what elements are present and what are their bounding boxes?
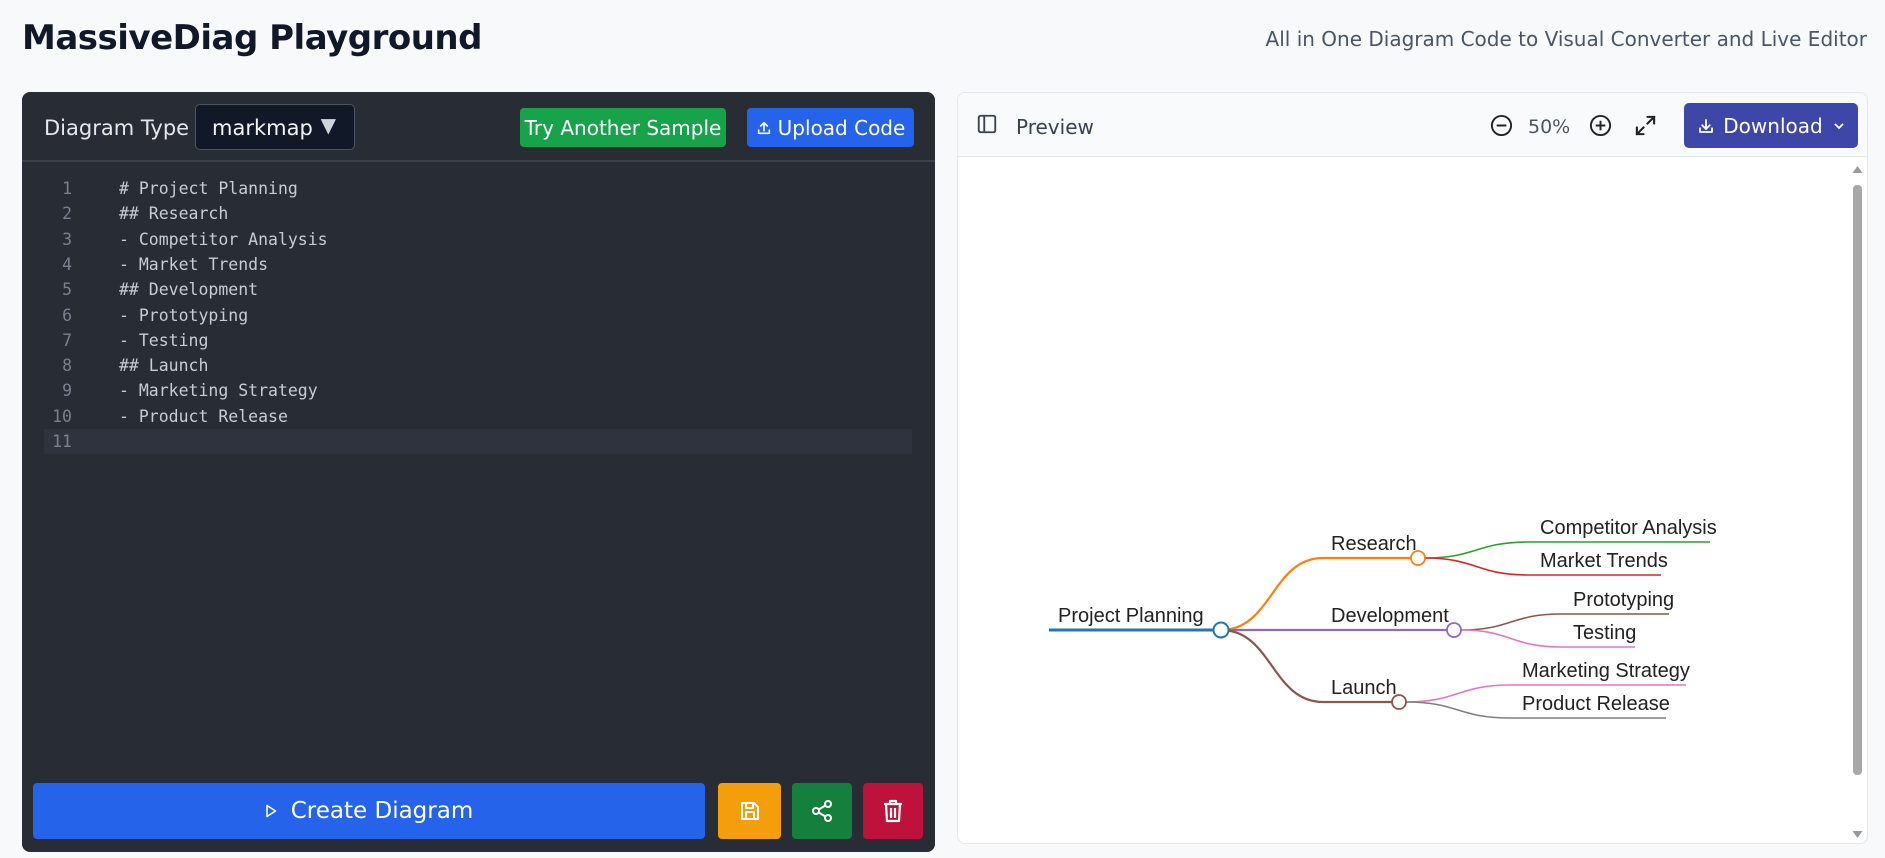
mindmap-leaf-link	[1424, 541, 1529, 559]
line-text: ## Development	[119, 280, 259, 300]
diagram-type-value: markmap	[212, 116, 313, 140]
mindmap-branch-label[interactable]: Launch	[1331, 677, 1397, 699]
delete-button[interactable]	[863, 783, 923, 839]
line-number: 4	[62, 254, 72, 274]
line-number: 1	[62, 179, 72, 198]
create-diagram-button[interactable]: Create Diagram	[33, 783, 705, 839]
mindmap-root-node-circle[interactable]	[1212, 621, 1230, 639]
app-subtitle: All in One Diagram Code to Visual Conver…	[1265, 27, 1867, 51]
line-number: 9	[62, 381, 72, 401]
play-icon	[265, 804, 277, 818]
line-text: # Project Planning	[119, 179, 298, 198]
line-text: - Competitor Analysis	[119, 229, 328, 249]
mindmap-leaf-link	[1405, 701, 1511, 719]
upload-icon	[757, 121, 770, 134]
line-text: - Testing	[119, 330, 209, 350]
mindmap-branch-node-circle[interactable]	[1410, 550, 1426, 566]
mindmap-diagram[interactable]: Project Planning Research Competitor Analy…	[958, 157, 1848, 844]
share-icon	[812, 800, 832, 822]
mindmap-branch-node-circle[interactable]	[1391, 694, 1407, 710]
code-line[interactable]: 1 # Project Planning	[44, 176, 912, 201]
mindmap-leaf-label[interactable]: Prototyping	[1573, 589, 1674, 611]
code-line[interactable]: 3 - Competitor Analysis	[44, 227, 912, 252]
code-line[interactable]: 10 - Product Release	[44, 404, 912, 429]
share-button[interactable]	[792, 783, 852, 839]
upload-code-label: Upload Code	[777, 115, 906, 140]
code-line[interactable]: 4 - Market Trends	[44, 252, 912, 277]
diagram-type-label: Diagram Type :	[44, 116, 203, 140]
line-text: ## Launch	[119, 356, 209, 376]
line-text: - Marketing Strategy	[119, 381, 318, 401]
mindmap-leaf-label[interactable]: Marketing Strategy	[1522, 660, 1690, 682]
mindmap-leaf-link	[1424, 557, 1529, 576]
editor-action-bar: Create Diagram	[22, 782, 935, 852]
zoom-level: 50%	[1528, 116, 1571, 138]
mindmap-branch-link	[1220, 556, 1324, 632]
line-text: - Product Release	[119, 406, 288, 426]
download-button[interactable]: Download	[1684, 103, 1858, 148]
download-icon	[1699, 118, 1714, 133]
editor-panel: Diagram Type : markmap ▼ Try Another Sam…	[22, 92, 935, 852]
create-diagram-label: Create Diagram	[290, 798, 474, 824]
code-line[interactable]: 9 - Marketing Strategy	[44, 378, 912, 403]
mindmap-leaf-label[interactable]: Competitor Analysis	[1540, 517, 1717, 539]
chevron-down-icon	[1834, 123, 1844, 129]
zoom-out-icon[interactable]	[1490, 114, 1513, 137]
code-line[interactable]: 2 ## Research	[44, 201, 912, 226]
mindmap-branch-link	[1220, 628, 1324, 704]
preview-header: Preview 50% Download	[958, 93, 1867, 157]
editor-toolbar: Diagram Type : markmap ▼ Try Another Sam…	[22, 92, 935, 162]
save-button[interactable]	[718, 783, 781, 839]
code-line[interactable]: 11	[44, 429, 912, 454]
line-text: - Prototyping	[119, 305, 249, 325]
try-another-sample-button[interactable]: Try Another Sample	[520, 108, 726, 147]
code-line[interactable]: 7 - Testing	[44, 328, 912, 353]
trash-icon	[884, 799, 902, 823]
download-label: Download	[1723, 113, 1823, 138]
line-number: 10	[52, 406, 72, 426]
scrollbar-thumb[interactable]	[1853, 185, 1862, 775]
mindmap-root-label[interactable]: Project Planning	[1058, 605, 1204, 627]
mindmap-leaf-link	[1405, 684, 1511, 703]
line-number: 8	[62, 356, 72, 376]
code-line[interactable]: 6 - Prototyping	[44, 303, 912, 328]
mindmap-branch-label[interactable]: Development	[1331, 605, 1449, 627]
save-icon	[740, 802, 759, 820]
code-line[interactable]: 5 ## Development	[44, 277, 912, 302]
preview-panel: Preview 50% Download Project Planning Res…	[957, 92, 1868, 844]
line-text: ## Research	[119, 204, 229, 224]
mindmap-leaf-label[interactable]: Product Release	[1522, 693, 1670, 715]
line-number: 3	[62, 229, 72, 249]
vertical-scrollbar[interactable]	[1849, 157, 1865, 843]
caret-down-icon: ▼	[320, 113, 336, 137]
line-number: 11	[52, 432, 72, 451]
mindmap-branch-label[interactable]: Research	[1331, 533, 1417, 555]
line-number: 7	[62, 330, 72, 350]
zoom-in-icon[interactable]	[1589, 114, 1612, 137]
line-number: 2	[62, 204, 72, 224]
fullscreen-icon[interactable]	[1634, 114, 1657, 137]
diagram-type-select[interactable]: markmap ▼	[195, 104, 355, 150]
sidebar-toggle-icon[interactable]	[976, 113, 998, 135]
mindmap-leaf-link	[1460, 613, 1562, 631]
preview-title: Preview	[1016, 115, 1094, 139]
upload-code-button[interactable]: Upload Code	[747, 108, 914, 147]
code-line[interactable]: 8 ## Launch	[44, 353, 912, 378]
scroll-down-arrow-icon[interactable]	[1852, 830, 1863, 839]
mindmap-branch-node-circle[interactable]	[1446, 622, 1462, 638]
app-title: MassiveDiag Playground	[22, 18, 482, 58]
mindmap-leaf-label[interactable]: Market Trends	[1540, 550, 1668, 572]
line-number: 6	[62, 305, 72, 325]
scroll-up-arrow-icon[interactable]	[1852, 165, 1863, 174]
line-number: 5	[62, 280, 72, 300]
mindmap-leaf-link	[1460, 629, 1562, 648]
mindmap-leaf-label[interactable]: Testing	[1573, 622, 1636, 644]
code-editor[interactable]: 1 # Project Planning 2 ## Research 3 - Compet…	[22, 176, 935, 571]
line-text: - Market Trends	[119, 254, 269, 274]
